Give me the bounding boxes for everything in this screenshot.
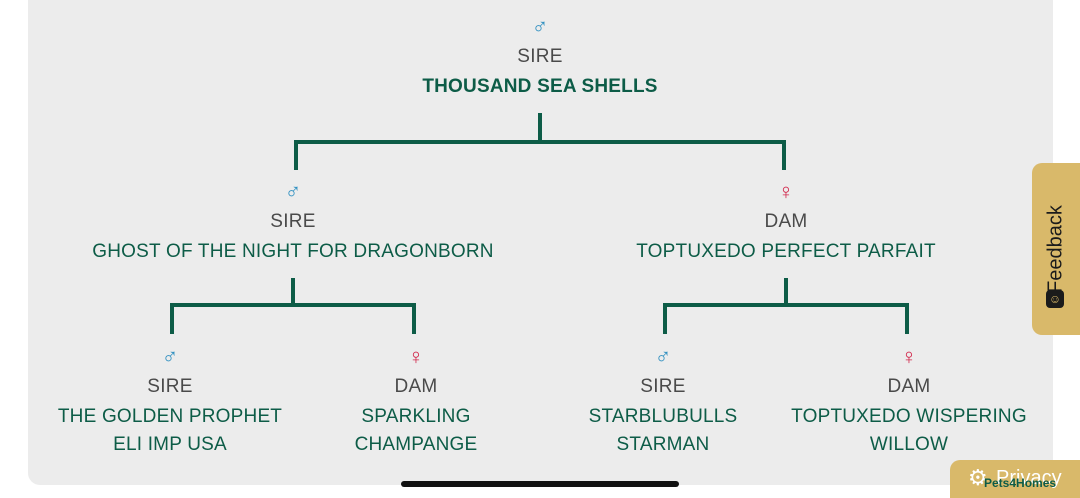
dog-name-line: CHAMPANGE: [354, 434, 478, 455]
smiley-icon: ☺: [1046, 290, 1064, 308]
role-label: SIRE: [270, 211, 316, 232]
privacy-label: Privacy: [996, 467, 1062, 489]
pedigree-root: ♂ SIRE THOUSAND SEA SHELLS: [330, 15, 750, 101]
male-symbol-icon: ♂: [654, 344, 672, 369]
dog-name-line: STARMAN: [616, 434, 710, 455]
male-symbol-icon: ♂: [161, 344, 179, 369]
dog-name[interactable]: SPARKLING CHAMPANGE: [286, 403, 546, 459]
dog-name-line: SPARKLING: [361, 406, 471, 427]
role-label: DAM: [764, 211, 808, 232]
gear-icon: ⚙: [968, 465, 988, 490]
dog-name-line: TOPTUXEDO WISPERING: [791, 406, 1027, 427]
pedigree-grandparent-3: ♂ SIRE STARBLUBULLS STARMAN: [533, 345, 793, 459]
dog-name-line: ELI IMP USA: [113, 434, 227, 455]
male-symbol-icon: ♂: [284, 179, 302, 204]
female-symbol-icon: ♀: [777, 179, 795, 204]
dog-name[interactable]: TOPTUXEDO WISPERING WILLOW: [779, 403, 1039, 459]
role-label: SIRE: [147, 376, 193, 397]
role-label: DAM: [394, 376, 438, 397]
pedigree-panel: [28, 0, 1053, 485]
female-symbol-icon: ♀: [407, 344, 425, 369]
privacy-button[interactable]: ⚙ Privacy Pets4Homes: [950, 460, 1080, 498]
pedigree-parent-dam: ♀ DAM TOPTUXEDO PERFECT PARFAIT: [576, 180, 996, 266]
pedigree-grandparent-1: ♂ SIRE THE GOLDEN PROPHET ELI IMP USA: [40, 345, 300, 459]
pedigree-parent-sire: ♂ SIRE GHOST OF THE NIGHT FOR DRAGONBORN: [83, 180, 503, 266]
dog-name[interactable]: TOPTUXEDO PERFECT PARFAIT: [636, 241, 936, 262]
role-label: SIRE: [640, 376, 686, 397]
role-label: SIRE: [517, 46, 563, 67]
brand-logo: Pets4Homes: [984, 476, 1057, 490]
dog-name-line: WILLOW: [869, 434, 949, 455]
female-symbol-icon: ♀: [900, 344, 918, 369]
dog-name-line: THE GOLDEN PROPHET: [57, 406, 283, 427]
role-label: DAM: [887, 376, 931, 397]
dog-name[interactable]: THOUSAND SEA SHELLS: [422, 76, 658, 97]
dog-name[interactable]: THE GOLDEN PROPHET ELI IMP USA: [40, 403, 300, 459]
pedigree-grandparent-2: ♀ DAM SPARKLING CHAMPANGE: [286, 345, 546, 459]
dog-name[interactable]: STARBLUBULLS STARMAN: [533, 403, 793, 459]
home-indicator[interactable]: [401, 481, 679, 487]
feedback-label: Feedback: [1044, 205, 1067, 293]
dog-name[interactable]: GHOST OF THE NIGHT FOR DRAGONBORN: [92, 241, 494, 262]
dog-name-line: STARBLUBULLS: [588, 406, 738, 427]
pedigree-grandparent-4: ♀ DAM TOPTUXEDO WISPERING WILLOW: [779, 345, 1039, 459]
feedback-tab[interactable]: Feedback ☺: [1032, 163, 1080, 335]
male-symbol-icon: ♂: [531, 14, 549, 39]
